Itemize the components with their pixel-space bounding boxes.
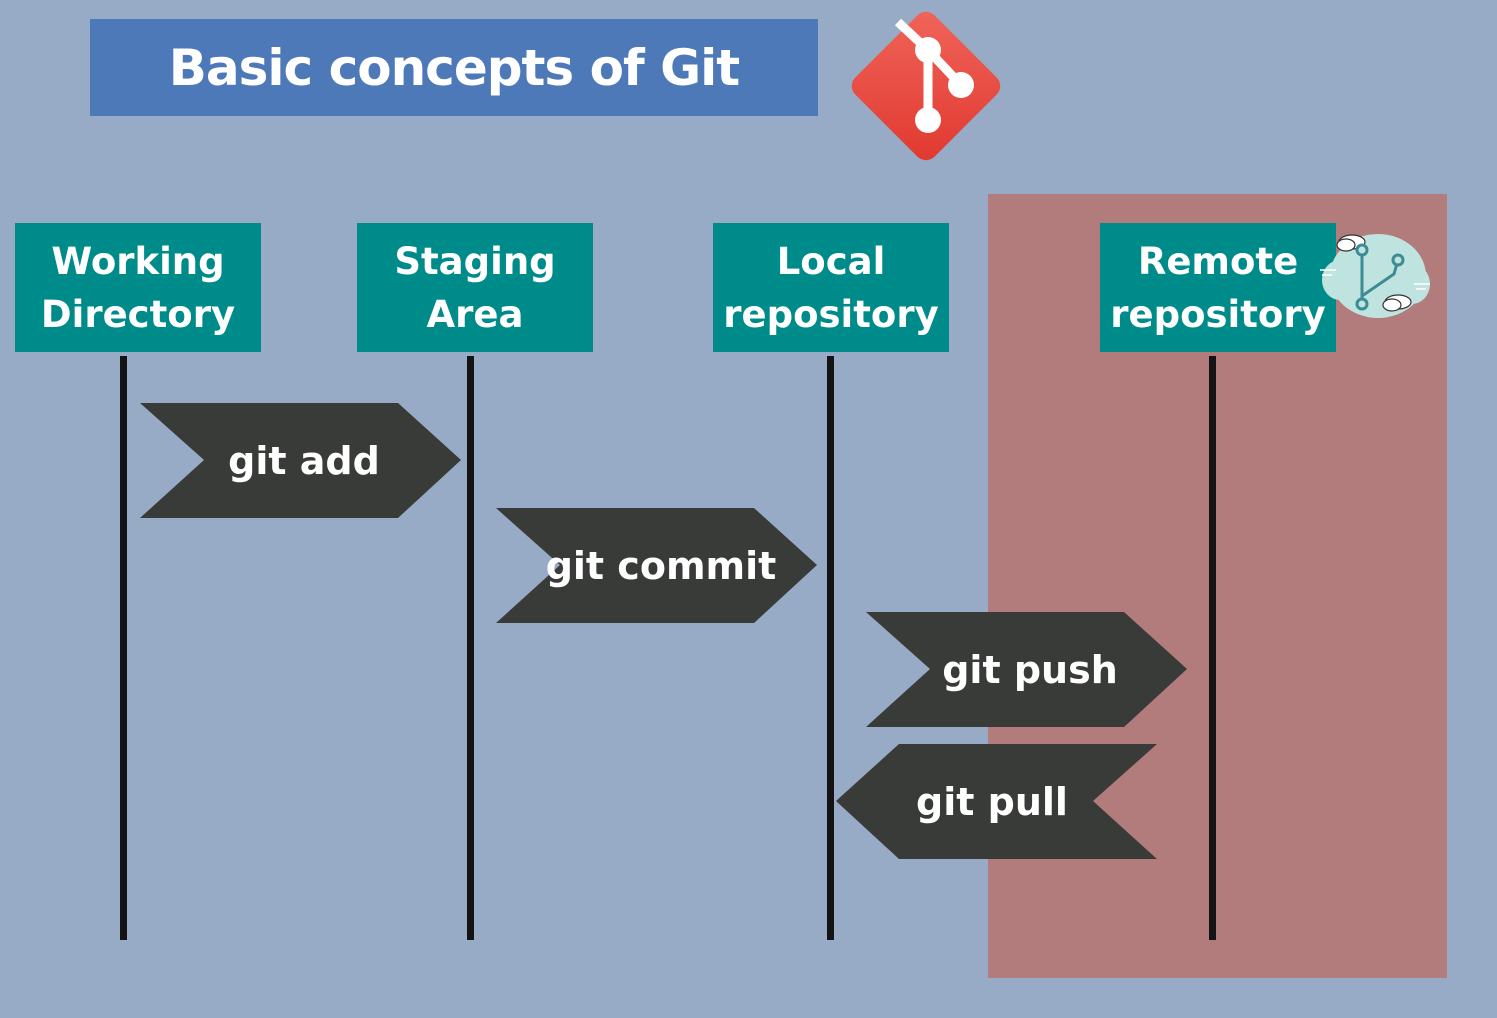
git-add-label: git add [228, 438, 380, 483]
git-add-arrow [140, 403, 461, 518]
lifeline-remote-repository [1209, 356, 1216, 940]
git-pull-label: git pull [916, 779, 1068, 824]
git-pull-arrow [836, 744, 1157, 859]
diagram-title: Basic concepts of Git [90, 19, 818, 116]
git-push-label: git push [942, 647, 1118, 692]
lifeline-working-directory [120, 356, 127, 940]
git-commit-arrow-shape [496, 508, 817, 623]
git-add-arrow-shape [140, 403, 461, 518]
git-commit-arrow [496, 508, 817, 623]
lifeline-local-repository [827, 356, 834, 940]
git-logo-icon [851, 11, 1001, 161]
stage-remote-repository: Remote repository [1100, 223, 1336, 352]
git-push-arrow-shape [866, 612, 1187, 727]
lifeline-staging-area [467, 356, 474, 940]
cloud-branch-icon [1320, 234, 1430, 318]
git-commit-label: git commit [545, 543, 777, 588]
stage-working-directory: Working Directory [15, 223, 261, 352]
git-pull-arrow-shape [836, 744, 1157, 859]
stage-local-repository: Local repository [713, 223, 949, 352]
stage-staging-area: Staging Area [357, 223, 593, 352]
git-push-arrow [866, 612, 1187, 727]
